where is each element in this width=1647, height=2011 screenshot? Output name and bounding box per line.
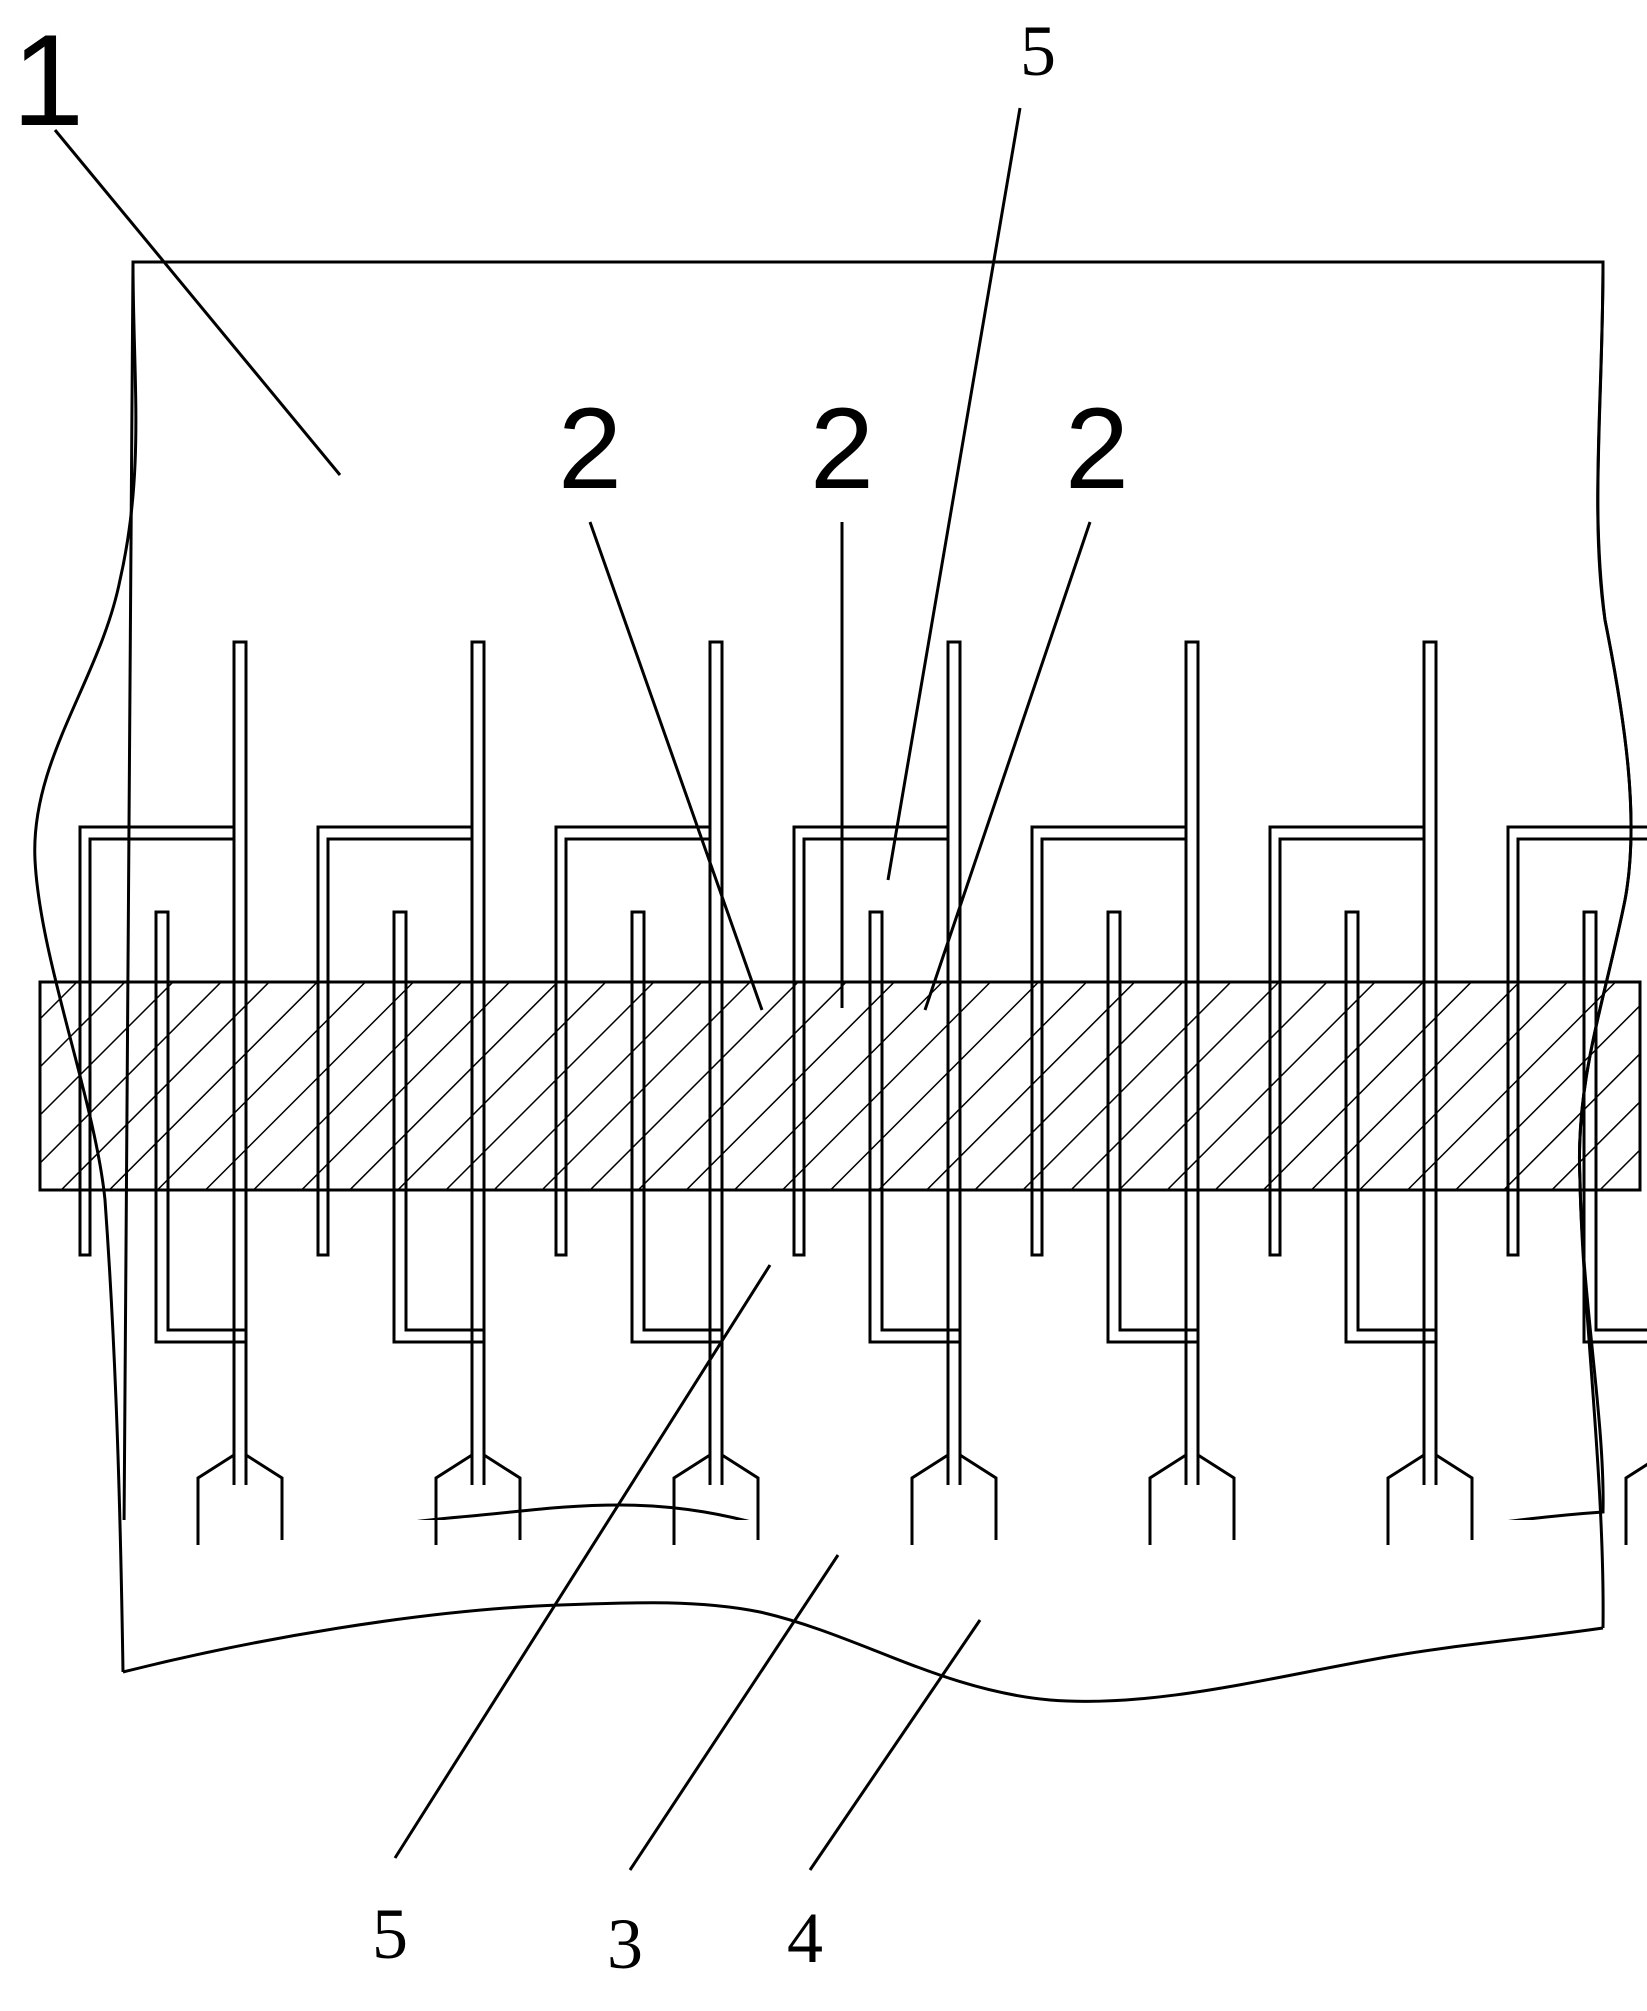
terminal-pad xyxy=(910,1453,998,1545)
lower-comb-arm xyxy=(392,910,486,1344)
lower-comb-arm xyxy=(1344,910,1438,1344)
vertical-conductor xyxy=(1184,640,1200,1485)
substrate-left-edge xyxy=(33,261,138,1673)
upper-comb-arm xyxy=(792,825,948,1257)
leader-2a xyxy=(588,521,764,1011)
upper-comb-arm xyxy=(78,825,234,1257)
upper-comb-arm xyxy=(1268,825,1424,1257)
leader-4 xyxy=(808,1619,982,1871)
label-5-bottom: 5 xyxy=(372,1894,408,1974)
leader-3 xyxy=(628,1554,840,1871)
label-4: 4 xyxy=(787,1898,823,1978)
label-3: 3 xyxy=(607,1904,643,1984)
electrode-array xyxy=(78,640,1647,1485)
lower-comb-arm xyxy=(1582,910,1647,1344)
terminal-pad xyxy=(1148,1453,1236,1545)
label-1: 1 xyxy=(12,7,84,153)
terminal-pad xyxy=(1386,1453,1474,1545)
substrate-bottom-edge xyxy=(122,1601,1604,1703)
vertical-conductor xyxy=(470,640,486,1485)
vertical-conductor xyxy=(1422,640,1438,1485)
terminal-pad xyxy=(434,1453,522,1545)
substrate-right-edge xyxy=(1577,261,1633,1629)
upper-comb-arm xyxy=(1506,825,1647,1257)
label-5-top: 5 xyxy=(1020,11,1056,91)
vertical-conductor xyxy=(708,640,724,1485)
pad-array xyxy=(196,1453,1647,1545)
lower-comb-arm xyxy=(868,910,962,1344)
leader-lines xyxy=(53,107,1092,1871)
leader-2c xyxy=(923,521,1092,1011)
terminal-pad xyxy=(1624,1462,1647,1545)
label-2-middle: 2 xyxy=(810,385,874,513)
vertical-conductor xyxy=(232,640,248,1485)
substrate-outline xyxy=(121,260,1633,1675)
leader-5-bottom xyxy=(393,1264,772,1859)
vertical-conductor xyxy=(946,640,962,1485)
label-2-right: 2 xyxy=(1065,385,1129,513)
hatched-strip xyxy=(38,980,1642,1192)
bottom-mask xyxy=(0,1520,1647,1720)
lower-comb-arm xyxy=(1106,910,1200,1344)
leader-1 xyxy=(53,129,342,476)
upper-comb-arm xyxy=(554,825,710,1257)
terminal-pad xyxy=(196,1453,284,1545)
upper-comb-arm xyxy=(1030,825,1186,1257)
lower-comb-arm xyxy=(154,910,248,1344)
leader-5-top xyxy=(886,107,1022,881)
label-2-left: 2 xyxy=(558,385,622,513)
terminal-pad xyxy=(672,1453,760,1545)
upper-comb-arm xyxy=(316,825,472,1257)
lower-comb-arm xyxy=(630,910,724,1344)
